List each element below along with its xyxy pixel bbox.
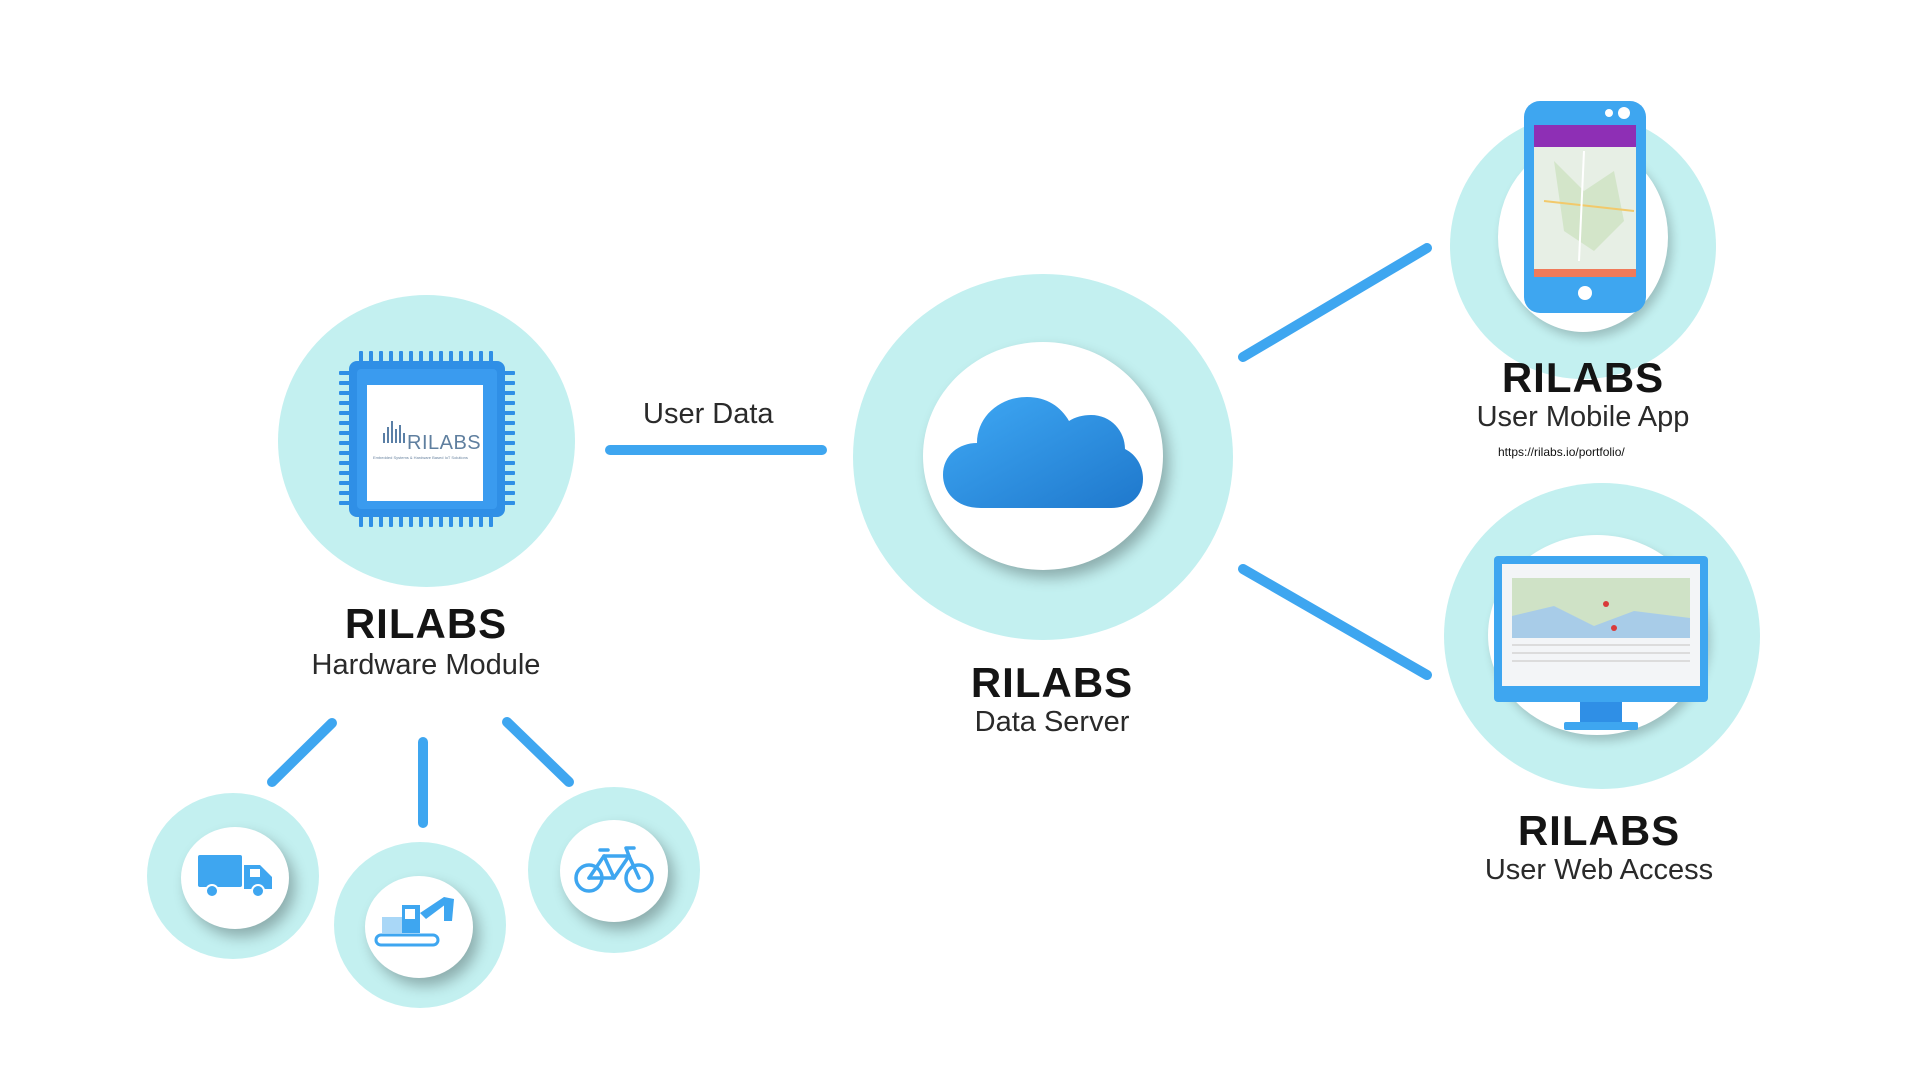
chip-icon	[339, 351, 515, 527]
chip-logo-text: RILABS	[407, 432, 482, 454]
mobile-portfolio-link[interactable]: https://rilabs.io/portfolio/	[1498, 445, 1625, 459]
chip-tagline: Embedded Systems & Hardware Based IoT So…	[373, 455, 468, 460]
server-subtitle: Data Server	[974, 706, 1130, 738]
bicycle-icon	[574, 846, 654, 893]
hardware-subtitle: Hardware Module	[311, 649, 541, 681]
smartphone-icon	[1524, 101, 1646, 313]
connector-hardware-bicycle	[502, 717, 574, 787]
web-title: RILABS	[1517, 807, 1681, 854]
excavator-icon	[374, 897, 454, 947]
mobile-subtitle: User Mobile App	[1476, 401, 1690, 433]
connector-server-mobile	[1238, 243, 1432, 362]
connector-server-web	[1238, 564, 1432, 680]
monitor-icon	[1494, 556, 1708, 730]
cloud-icon	[943, 397, 1143, 508]
truck-icon	[198, 855, 272, 898]
mobile-title: RILABS	[1501, 354, 1665, 401]
server-title: RILABS	[970, 659, 1134, 706]
connector-hardware-truck	[267, 718, 337, 787]
edge-label-user-data: User Data	[643, 398, 774, 430]
hardware-title: RILABS	[344, 600, 508, 647]
web-subtitle: User Web Access	[1484, 854, 1714, 886]
